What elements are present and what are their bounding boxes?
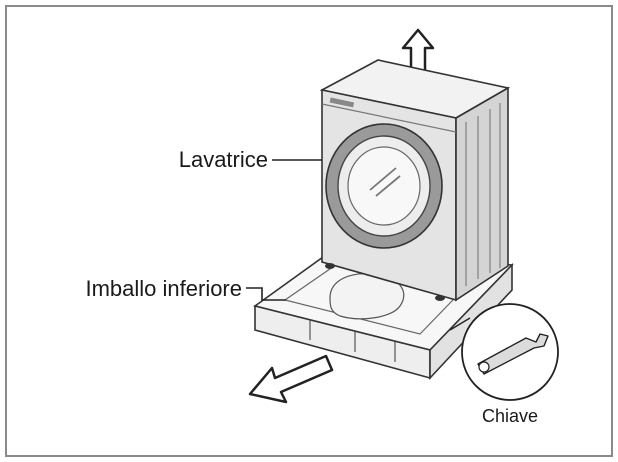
washing-machine bbox=[319, 59, 511, 302]
packing-leader-line bbox=[246, 287, 286, 301]
wrench-callout bbox=[449, 303, 559, 401]
up-arrow-icon bbox=[401, 28, 435, 82]
bottom-packing-label: Imballo inferiore bbox=[85, 276, 242, 301]
wrench-label: Chiave bbox=[482, 406, 538, 426]
wrench-icon bbox=[477, 333, 549, 375]
washer-label: Lavatrice bbox=[179, 147, 268, 172]
down-left-arrow-icon bbox=[248, 354, 334, 404]
